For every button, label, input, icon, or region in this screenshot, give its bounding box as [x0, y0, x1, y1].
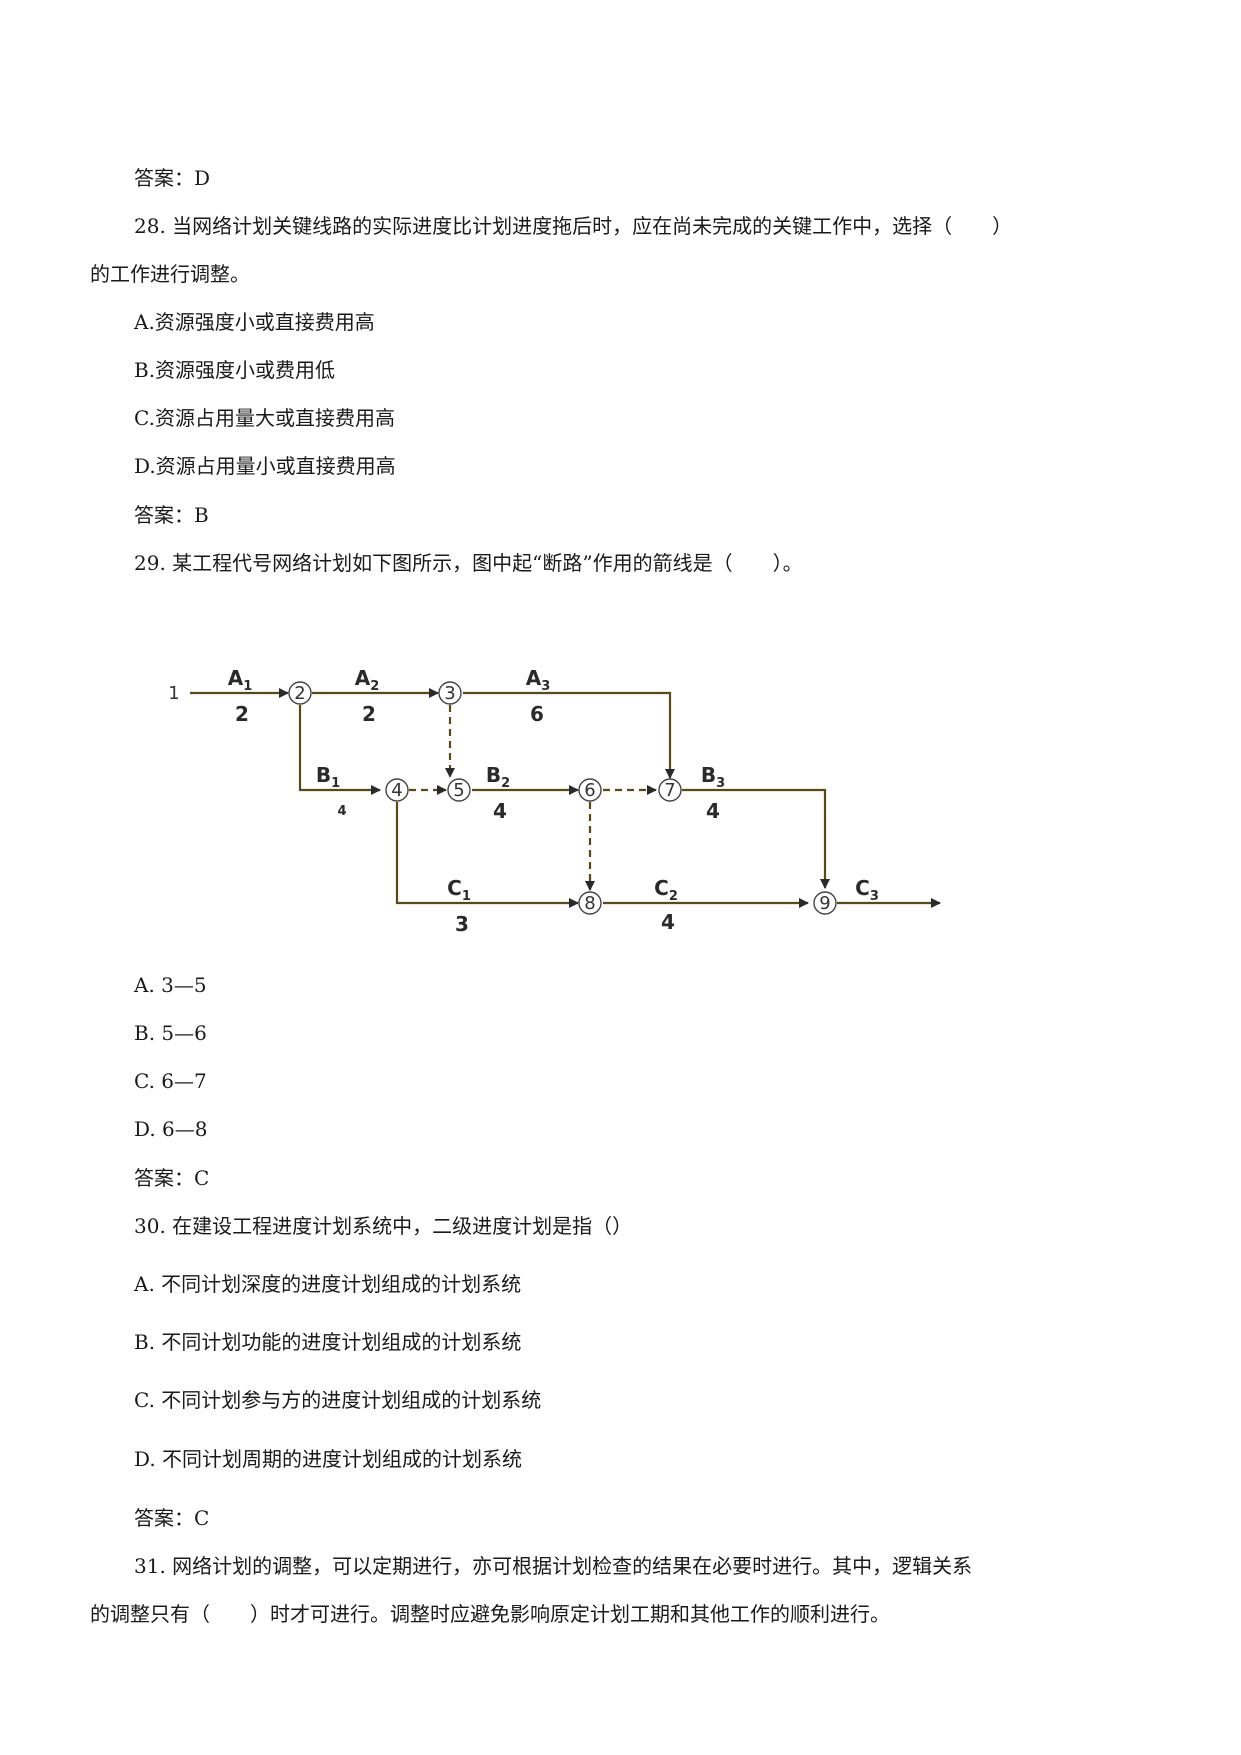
node-2: [288, 681, 312, 705]
node-1-label: 1: [168, 683, 179, 704]
question-28-line-2: 的工作进行调整。: [90, 262, 250, 286]
answer-27: 答案：D: [134, 166, 211, 190]
node-3: [438, 681, 462, 705]
question-29-option-d: D. 6—8: [134, 1117, 208, 1141]
question-28-option-c: C.资源占用量大或直接费用高: [134, 406, 395, 430]
arrow-2-4: [298, 705, 381, 795]
answer-28: 答案：B: [134, 503, 209, 527]
activity-c2-duration: 4: [661, 910, 675, 934]
question-29: 29. 某工程代号网络计划如下图所示，图中起“断路”作用的箭线是（ ）。: [134, 551, 803, 575]
question-30-option-d: D. 不同计划周期的进度计划组成的计划系统: [134, 1447, 523, 1471]
activity-a3-label: A3: [526, 666, 551, 694]
activity-b3-label: B3: [701, 763, 725, 791]
node-9-label: 9: [819, 893, 830, 914]
node-8: [578, 891, 602, 915]
question-31-line-1: 31. 网络计划的调整，可以定期进行，亦可根据计划检查的结果在必要时进行。其中，…: [134, 1554, 973, 1578]
question-28-option-d: D.资源占用量小或直接费用高: [134, 454, 396, 478]
node-6-label: 6: [584, 780, 595, 801]
node-5-label: 5: [453, 780, 464, 801]
network-diagram: 1 2 3 4 5 6 7 8 9 A1 2 A2 2 A3 6 B1 4 B2…: [160, 645, 960, 945]
arrow-3-7: [463, 691, 675, 779]
activity-b1-duration: 4: [337, 804, 346, 819]
question-28-line-1: 28. 当网络计划关键线路的实际进度比计划进度拖后时，应在尚未完成的关键工作中，…: [134, 214, 1013, 238]
question-30: 30. 在建设工程进度计划系统中，二级进度计划是指（）: [134, 1214, 633, 1238]
activity-b2-label: B2: [486, 763, 510, 791]
activity-a1-duration: 2: [235, 702, 249, 726]
question-28-option-a: A.资源强度小或直接费用高: [134, 310, 375, 334]
node-7-label: 7: [664, 780, 675, 801]
answer-30: 答案：C: [134, 1506, 210, 1530]
question-30-option-b: B. 不同计划功能的进度计划组成的计划系统: [134, 1330, 522, 1354]
activity-b1-label: B1: [316, 763, 340, 791]
question-30-option-a: A. 不同计划深度的进度计划组成的计划系统: [134, 1272, 522, 1296]
activity-a1-label: A1: [228, 666, 253, 694]
node-8-label: 8: [584, 893, 595, 914]
node-6: [578, 778, 602, 802]
question-31-line-2: 的调整只有（ ）时才可进行。调整时应避免影响原定计划工期和其他工作的顺利进行。: [90, 1602, 890, 1626]
node-7: [658, 778, 682, 802]
arrow-7-9: [682, 788, 830, 889]
question-29-option-a: A. 3—5: [134, 973, 207, 997]
node-2-label: 2: [294, 683, 305, 704]
activity-a2-duration: 2: [362, 702, 376, 726]
node-3-label: 3: [444, 683, 455, 704]
question-30-option-c: C. 不同计划参与方的进度计划组成的计划系统: [134, 1388, 542, 1412]
node-4: [385, 778, 409, 802]
node-5: [447, 778, 471, 802]
question-28-option-b: B.资源强度小或费用低: [134, 358, 336, 382]
node-9: [813, 891, 837, 915]
question-29-option-c: C. 6—7: [134, 1069, 207, 1093]
activity-c3-label: C3: [855, 876, 879, 904]
activity-a3-duration: 6: [530, 702, 544, 726]
activity-b3-duration: 4: [706, 799, 720, 823]
arrow-4-8: [395, 802, 579, 908]
answer-29: 答案：C: [134, 1166, 210, 1190]
activity-c1-label: C1: [447, 876, 471, 904]
activity-a2-label: A2: [355, 666, 380, 694]
question-29-option-b: B. 5—6: [134, 1021, 207, 1045]
activity-b2-duration: 4: [493, 799, 507, 823]
node-4-label: 4: [391, 780, 402, 801]
activity-c1-duration: 3: [455, 912, 469, 936]
activity-c2-label: C2: [654, 876, 678, 904]
